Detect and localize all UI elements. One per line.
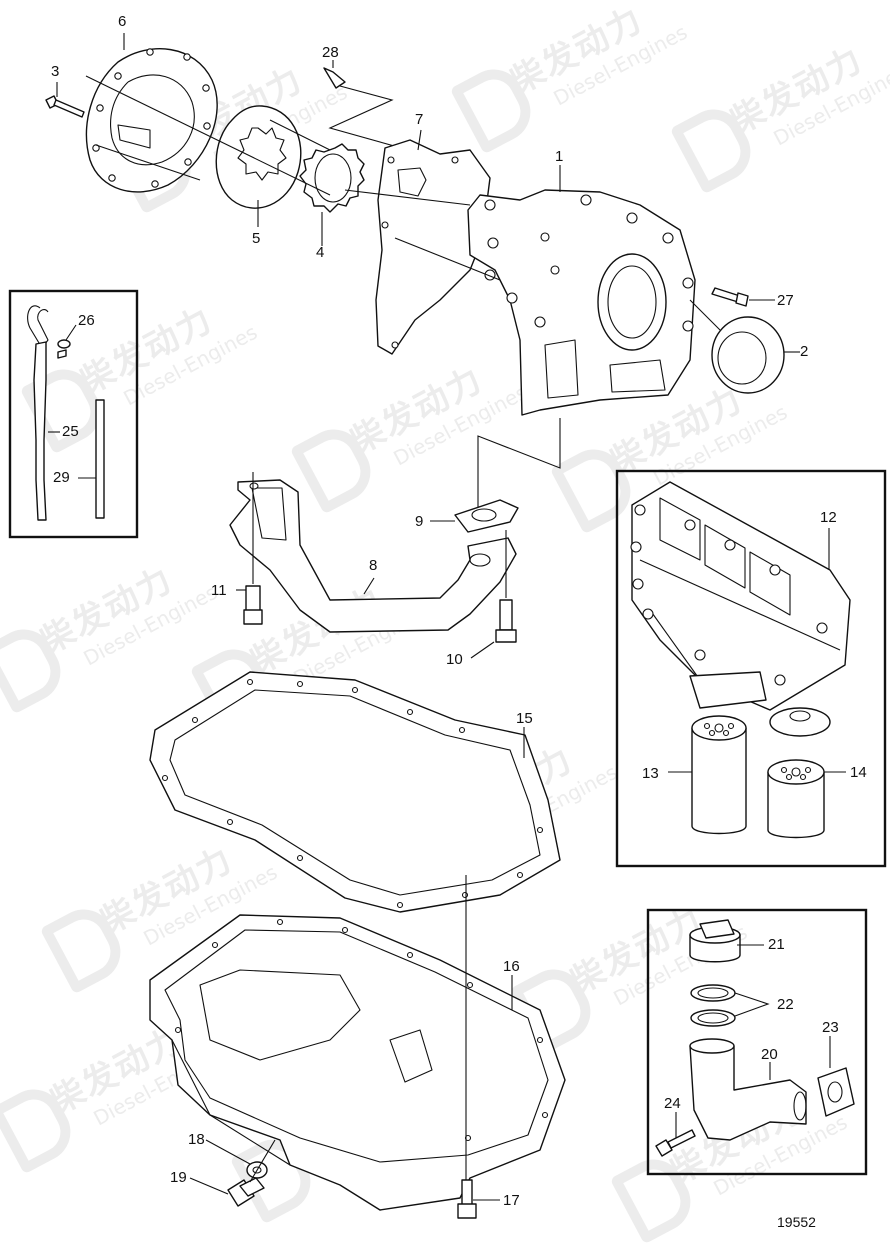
oil-filter-housing: [630, 481, 851, 737]
gear-disc: [215, 105, 302, 209]
o-rings: [690, 984, 736, 1027]
oil-filler-inset-frame: [646, 908, 868, 1176]
oil-pickup-tube: [229, 479, 517, 633]
drain-plug: [227, 1139, 276, 1207]
oil-filter-inset-frame: [615, 469, 887, 868]
callout-16: 16: [503, 958, 520, 975]
bolt-part-27: [711, 287, 749, 307]
bolt-part-3: [45, 95, 85, 118]
callout-11: 11: [211, 582, 227, 599]
callout-13: 13: [642, 765, 659, 782]
shaft-seal: [689, 299, 785, 394]
dipstick-seal: [57, 339, 71, 359]
crank-gear: [299, 143, 365, 213]
oil-filter-13: [691, 715, 747, 835]
callout-22: 22: [777, 996, 794, 1013]
callout-7: 7: [415, 111, 424, 128]
callout-17: 17: [503, 1192, 520, 1209]
bolt-part-24: [655, 1129, 696, 1157]
callout-3: 3: [51, 63, 60, 80]
oil-filter-14: [767, 759, 825, 839]
bolt-part-17: [457, 1179, 477, 1219]
filler-pipe-gasket: [817, 1067, 855, 1117]
callout-27: 27: [777, 292, 794, 309]
oil-filler-cap: [689, 919, 741, 963]
callout-6: 6: [118, 13, 127, 30]
dipstick: [27, 305, 49, 521]
oil-pump-housing: [467, 189, 696, 416]
oil-sump-gasket: [149, 671, 561, 913]
callout-4: 4: [316, 244, 325, 261]
callout-23: 23: [822, 1019, 839, 1036]
document-number: 19552: [777, 1214, 816, 1230]
dipstick-inset-frame: [8, 289, 139, 539]
oil-pump-gasket: [375, 139, 491, 355]
bolt-part-11: [243, 472, 263, 625]
callout-1: 1: [555, 148, 564, 165]
callout-8: 8: [369, 557, 378, 574]
callout-12: 12: [820, 509, 837, 526]
callout-14: 14: [850, 764, 867, 781]
callout-24: 24: [664, 1095, 681, 1112]
oil-filler-pipe: [689, 1038, 807, 1141]
callout-25: 25: [62, 423, 79, 440]
callout-26: 26: [78, 312, 95, 329]
callout-15: 15: [516, 710, 533, 727]
callout-21: 21: [768, 936, 785, 953]
dipstick-tube: [95, 399, 105, 519]
callout-10: 10: [446, 651, 463, 668]
callout-18: 18: [188, 1131, 205, 1148]
oil-sump: [149, 914, 566, 1211]
bolt-part-10: [495, 530, 517, 643]
callout-29: 29: [53, 469, 70, 486]
callout-9: 9: [415, 513, 424, 530]
seal-carrier-plate: [85, 48, 218, 193]
callout-2: 2: [800, 343, 809, 360]
callout-19: 19: [170, 1169, 187, 1186]
callout-20: 20: [761, 1046, 778, 1063]
pickup-gasket: [454, 499, 519, 533]
callout-28: 28: [322, 44, 339, 61]
leader-lines: [48, 33, 846, 1201]
callout-5: 5: [252, 230, 261, 247]
